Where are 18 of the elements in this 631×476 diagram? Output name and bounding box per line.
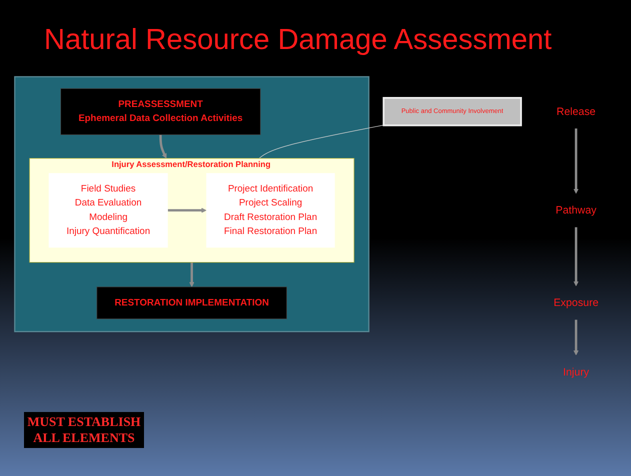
- node-box: Field Studies Data Evaluation Modeling Injury Quantification: [48, 173, 168, 248]
- title: Natural Resource Damage Assessment: [44, 24, 552, 57]
- node-text: Injury: [563, 366, 590, 378]
- node-text: Exposure: [554, 296, 599, 309]
- node-text: Pathway: [556, 204, 596, 216]
- node-box: Project Identification Project Scaling Draft Restoration Plan Final Restoration Plan: [206, 173, 335, 248]
- arrow: [159, 134, 167, 159]
- node-box: RESTORATION IMPLEMENTATION: [96, 286, 287, 320]
- cluster: [14, 76, 370, 332]
- connector: [258, 124, 384, 159]
- note-text: MUST ESTABLISH ALL ELEMENTS: [26, 414, 142, 446]
- arrow: [189, 262, 194, 288]
- arrow: [573, 128, 579, 194]
- arrow: [573, 227, 579, 286]
- arrow: [573, 320, 579, 356]
- arrow: [168, 208, 206, 213]
- node-text: Release: [556, 105, 596, 118]
- node-box: PREASSESSMENT Ephemeral Data Collection Activities: [60, 88, 261, 135]
